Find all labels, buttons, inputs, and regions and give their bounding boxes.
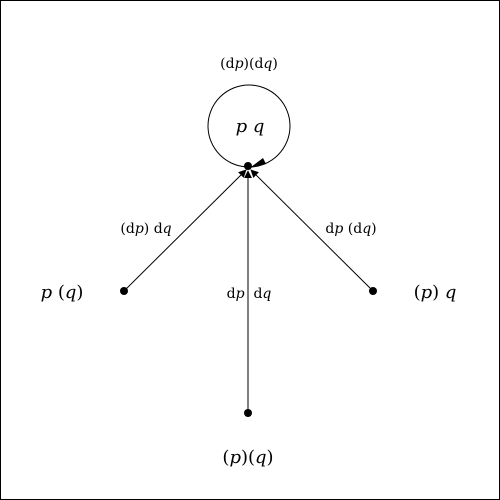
right-node-label: (p) q xyxy=(414,282,457,303)
loop-label: (dp)(dq) xyxy=(220,56,278,72)
edge-left-arrow xyxy=(123,169,247,292)
edge-right-label: dp (dq) xyxy=(325,221,376,237)
center-node-label: p q xyxy=(236,116,265,137)
bottom-node-label: (p)(q) xyxy=(222,447,273,468)
edge-right-arrow xyxy=(250,169,374,292)
right-node-dot xyxy=(369,287,377,295)
center-node-dot xyxy=(244,162,252,170)
edge-left-label: (dp) dq xyxy=(120,221,171,237)
bottom-node-dot xyxy=(244,409,252,417)
self-loop-arrowhead xyxy=(251,158,266,167)
edge-bottom-label: dp dq xyxy=(227,286,272,302)
left-node-label: p (q) xyxy=(41,282,84,303)
left-node-dot xyxy=(120,287,128,295)
